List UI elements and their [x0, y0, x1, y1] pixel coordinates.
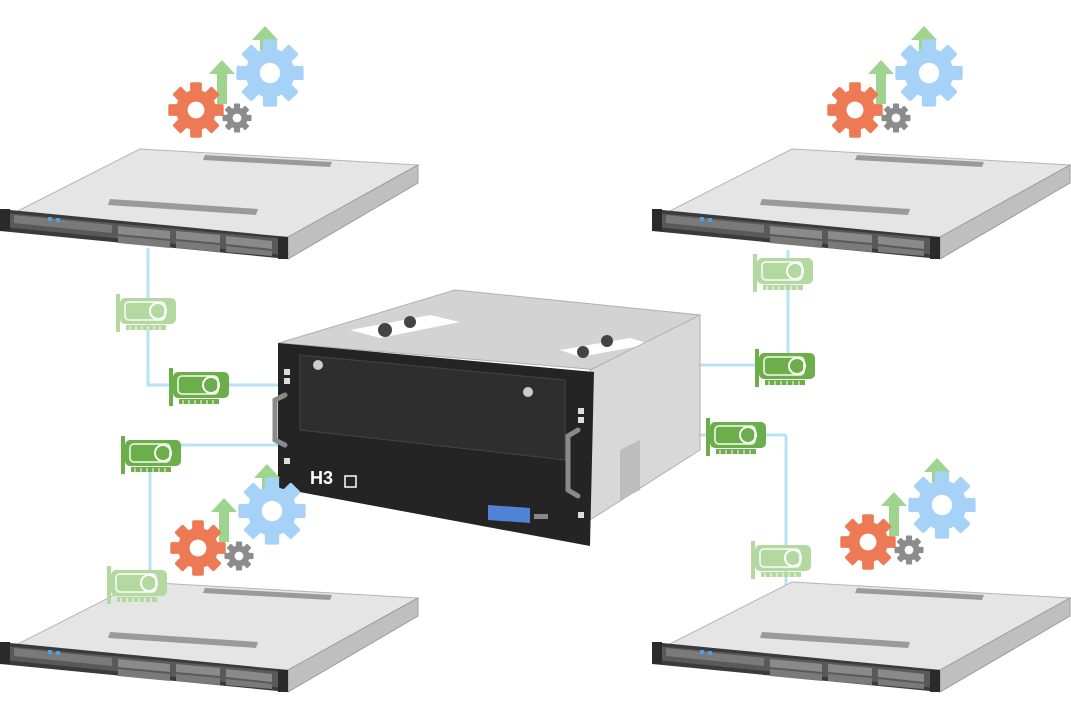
gpu-card-icon: [750, 540, 812, 580]
gpu-card-icon: [168, 367, 230, 407]
link-top-left: [146, 248, 280, 387]
server-bottom-right: [651, 581, 1071, 693]
gpu-chassis-icon: H3: [272, 289, 702, 546]
gear-cluster-top-right: [827, 26, 962, 138]
gpu-card-icon: [115, 293, 177, 333]
gpu-card-icon: [120, 435, 182, 475]
chassis-logo: H3: [310, 468, 333, 488]
gear-cluster-bottom-right: [840, 458, 975, 570]
gpu-card-icon: [705, 417, 767, 457]
gpu-card-icon: [752, 253, 814, 293]
server-top-right: [651, 148, 1071, 260]
server-top-left: [0, 148, 419, 260]
gear-cluster-top-left: [168, 26, 303, 138]
gpu-card-icon: [754, 348, 816, 388]
server-bottom-left: [0, 581, 419, 693]
